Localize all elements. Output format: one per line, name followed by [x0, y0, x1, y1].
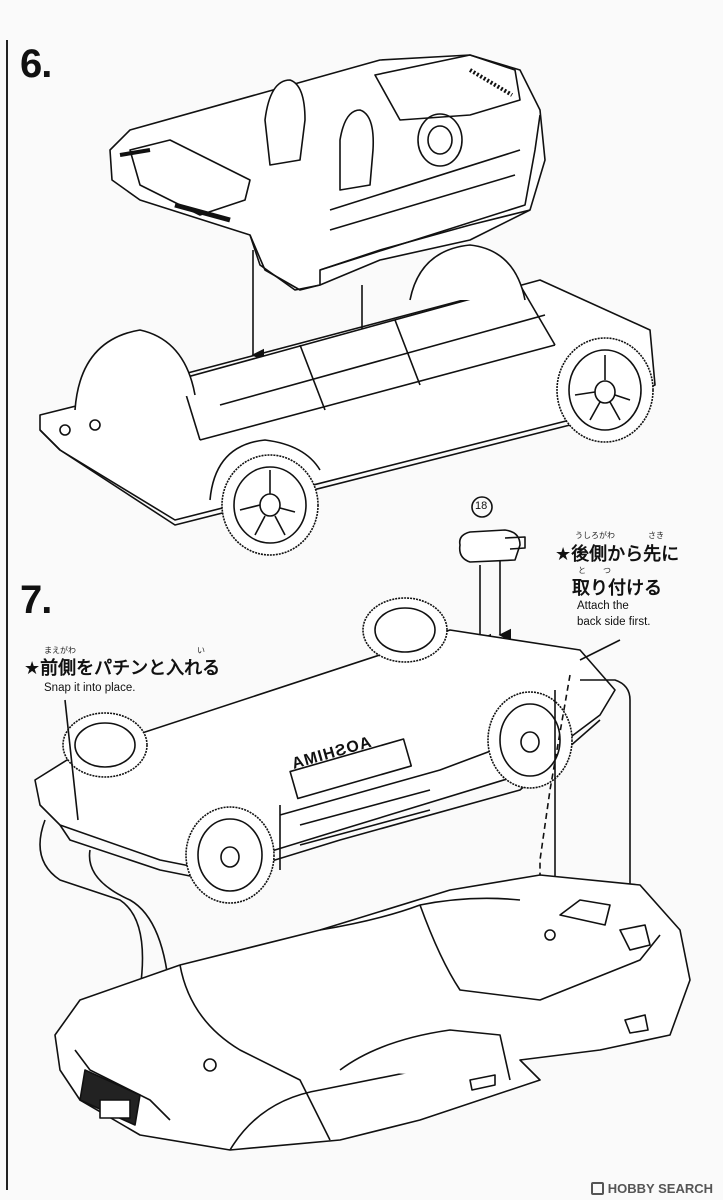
wheel-inv-1: [362, 597, 448, 663]
back-note-en-line2: back side first.: [577, 616, 651, 628]
wheel-rear-left: [221, 454, 319, 556]
ruby-maegawa: まえがわ: [44, 646, 76, 655]
ruby-saki: さき: [648, 531, 664, 540]
part-18: [458, 496, 526, 647]
ruby-tsu: つ: [603, 566, 611, 575]
wheel-inv-4: [185, 806, 275, 904]
ruby-ushirogawa: うしろがわ: [575, 531, 615, 540]
ruby-to: と: [578, 566, 586, 575]
step-6-number: 6.: [20, 42, 52, 86]
wheel-inv-3: [487, 691, 573, 789]
chassis-step6: [39, 244, 656, 556]
back-note-jp-line1: ★後側から先に: [555, 544, 680, 565]
left-margin-rule: [6, 40, 8, 1190]
chassis-inverted: [34, 597, 616, 904]
wheel-front-right: [556, 337, 654, 443]
back-note-en-line1: Attach the: [577, 600, 629, 612]
hobby-search-logo-icon: [590, 1182, 604, 1195]
back-note-jp-line2: 取り付ける: [572, 578, 662, 599]
interior-tub: [109, 54, 546, 291]
body-shell: [54, 874, 691, 1151]
watermark-text: HOBBY SEARCH: [607, 1181, 713, 1196]
front-note-en: Snap it into place.: [44, 682, 136, 694]
watermark: HOBBY SEARCH: [590, 1181, 713, 1196]
part-number-18: 18: [475, 500, 488, 512]
wheel-inv-2: [62, 712, 148, 778]
ruby-i: い: [197, 646, 205, 655]
step-7-number: 7.: [20, 578, 52, 622]
front-note-jp: ★前側をパチンと入れる: [24, 658, 221, 679]
